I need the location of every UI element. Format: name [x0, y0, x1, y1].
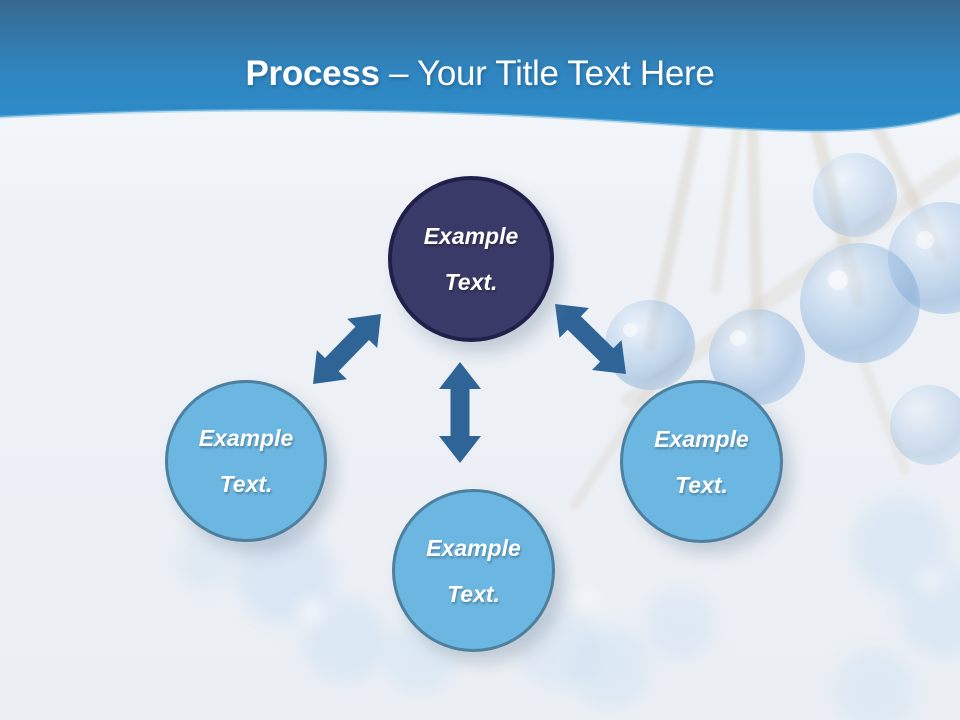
node-label: Example Text. [426, 534, 521, 607]
double-arrow-vertical [439, 362, 481, 463]
header-band [0, 0, 960, 133]
title-separator: – [379, 54, 417, 93]
node-label: Example Text. [423, 223, 519, 295]
process-node-top: Example Text. [388, 176, 554, 342]
node-label: Example Text. [198, 425, 294, 497]
double-arrow-diagonal-right [555, 304, 626, 374]
header-wave-highlight [0, 108, 960, 133]
process-node-left: Example Text. [165, 380, 327, 542]
header-wave-shape [0, 0, 960, 131]
process-node-bottom: Example Text. [392, 489, 555, 652]
process-node-right: Example Text. [620, 380, 783, 543]
slide-title: Process – Your Title Text Here [0, 54, 960, 94]
double-arrow-diagonal-left [313, 314, 381, 384]
title-emphasis: Process [245, 54, 380, 93]
title-rest: Your Title Text Here [417, 54, 715, 93]
node-label: Example Text. [654, 425, 749, 498]
dna-bokeh [175, 497, 960, 720]
